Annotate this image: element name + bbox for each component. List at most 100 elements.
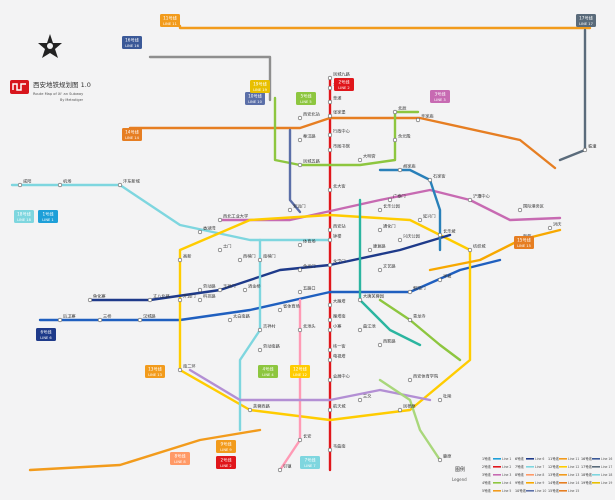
station-dot[interactable] — [57, 317, 63, 323]
station-dot[interactable] — [327, 227, 333, 233]
station-dot[interactable] — [177, 257, 183, 263]
station-dot[interactable] — [377, 342, 383, 348]
station-dot[interactable] — [357, 157, 363, 163]
line-badge-code: 10号线 — [248, 93, 263, 100]
station-dot[interactable] — [397, 407, 403, 413]
station-dot[interactable] — [117, 182, 123, 188]
station-dot[interactable] — [392, 109, 398, 115]
station-dot[interactable] — [257, 257, 263, 263]
station-label: 半坡 — [443, 273, 452, 280]
station-dot[interactable] — [327, 132, 333, 138]
station-label: 三爻 — [363, 394, 372, 399]
station-dot[interactable] — [217, 217, 223, 223]
station-dot[interactable] — [377, 207, 383, 213]
station-dot[interactable] — [407, 289, 413, 295]
line-badge-en: LINE 7 — [304, 464, 315, 468]
station-dot[interactable] — [237, 257, 243, 263]
station-dot[interactable] — [437, 232, 443, 238]
station-dot[interactable] — [327, 327, 333, 333]
station-dot[interactable] — [297, 115, 303, 121]
station-labels: 北客站草滩张家堡行政中心市图书馆北大街钟楼永宁门小寨纬一街会展中心航天城韦曲南秦… — [23, 71, 596, 470]
line-badge-en: LINE 2 — [338, 86, 349, 90]
station-dot[interactable] — [297, 162, 303, 168]
station-dot[interactable] — [177, 297, 183, 303]
station-dot[interactable] — [437, 277, 443, 283]
station-dot[interactable] — [415, 117, 421, 123]
station-dot[interactable] — [367, 247, 373, 253]
station-dot[interactable] — [277, 467, 283, 473]
station-dot[interactable] — [427, 177, 433, 183]
station-dot[interactable] — [547, 225, 553, 231]
station-dot[interactable] — [177, 367, 183, 373]
station-dot[interactable] — [247, 407, 253, 413]
station-dot[interactable] — [327, 317, 333, 323]
station-dot[interactable] — [217, 287, 223, 293]
station-label: 南稍门 — [263, 253, 276, 260]
station-dot[interactable] — [137, 317, 143, 323]
station-dot[interactable] — [277, 307, 283, 313]
station-dot[interactable] — [57, 182, 63, 188]
station-label: 引镇 — [283, 463, 291, 470]
station-dot[interactable] — [257, 347, 263, 353]
station-dot[interactable] — [97, 317, 103, 323]
station-dot[interactable] — [327, 407, 333, 413]
station-dot[interactable] — [327, 147, 333, 153]
station-dot[interactable] — [437, 397, 443, 403]
station-dot[interactable] — [582, 147, 588, 153]
station-dot[interactable] — [437, 457, 443, 463]
station-dot[interactable] — [357, 297, 363, 303]
line-3-route — [218, 188, 562, 222]
station-dot[interactable] — [217, 247, 223, 253]
station-dot[interactable] — [242, 287, 248, 293]
station-dot[interactable] — [467, 197, 473, 203]
station-dot[interactable] — [327, 75, 333, 81]
station-dot[interactable] — [197, 229, 203, 235]
station-dot[interactable] — [297, 289, 303, 295]
station-dot[interactable] — [327, 347, 333, 353]
station-dot[interactable] — [377, 227, 383, 233]
station-dot[interactable] — [357, 397, 363, 403]
station-label: 含元殿 — [398, 133, 411, 140]
station-dot[interactable] — [387, 197, 393, 203]
station-dot[interactable] — [327, 85, 333, 91]
station-dot[interactable] — [377, 267, 383, 273]
station-dot[interactable] — [467, 247, 473, 253]
station-dot[interactable] — [327, 99, 333, 105]
line-4-route — [378, 298, 462, 362]
station-dot[interactable] — [327, 377, 333, 383]
station-dot[interactable] — [87, 297, 93, 303]
station-dot[interactable] — [297, 242, 303, 248]
station-dot[interactable] — [327, 187, 333, 193]
station-dot[interactable] — [297, 137, 303, 143]
station-dot[interactable] — [297, 437, 303, 443]
line-badge-code: 19号线 — [253, 81, 268, 88]
station-dot[interactable] — [327, 447, 333, 453]
station-dot[interactable] — [257, 327, 263, 333]
station-dot[interactable] — [357, 327, 363, 333]
station-dot[interactable] — [397, 167, 403, 173]
station-dot[interactable] — [17, 182, 23, 188]
station-dot[interactable] — [327, 262, 333, 268]
station-dot[interactable] — [227, 317, 233, 323]
station-dot[interactable] — [417, 217, 423, 223]
station-dot[interactable] — [297, 267, 303, 273]
station-label: 玉祥门 — [223, 283, 236, 290]
station-dot[interactable] — [197, 287, 203, 293]
station-dot[interactable] — [517, 207, 523, 213]
station-dot[interactable] — [197, 297, 203, 303]
station-dot[interactable] — [327, 302, 333, 308]
station-dot[interactable] — [407, 377, 413, 383]
station-dot[interactable] — [147, 297, 153, 303]
station-dot[interactable] — [397, 237, 403, 243]
station-dot[interactable] — [407, 317, 413, 323]
station-dot[interactable] — [327, 113, 333, 119]
station-dot[interactable] — [297, 327, 303, 333]
station-dot[interactable] — [327, 237, 333, 243]
station-dot[interactable] — [287, 207, 293, 213]
station-dot[interactable] — [327, 357, 333, 363]
station-label: 后卫寨 — [63, 313, 76, 320]
station-dot[interactable] — [392, 137, 398, 143]
